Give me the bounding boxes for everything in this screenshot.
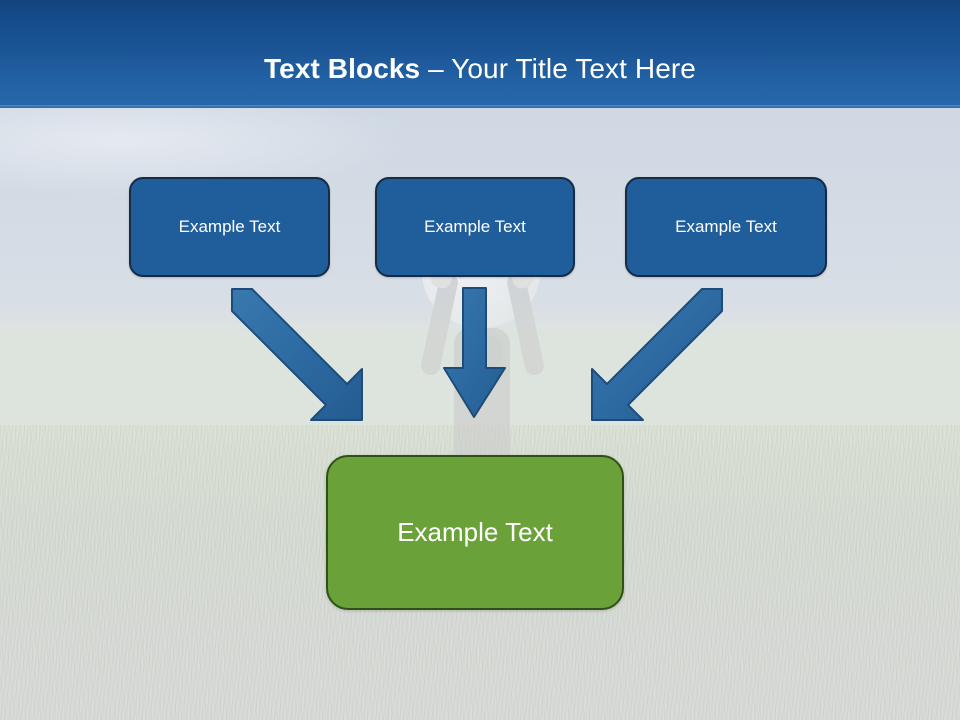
text-block-2[interactable]: Example Text xyxy=(375,177,575,277)
text-block-1[interactable]: Example Text xyxy=(129,177,330,277)
title-band xyxy=(0,0,960,108)
result-text-block[interactable]: Example Text xyxy=(326,455,624,610)
page-title-rest: – Your Title Text Here xyxy=(420,53,696,84)
golfer-figure-icon xyxy=(408,218,558,468)
text-block-1-label: Example Text xyxy=(178,217,281,236)
page-title-strong: Text Blocks xyxy=(264,53,421,84)
page-title: Text Blocks – Your Title Text Here xyxy=(0,52,960,86)
text-block-2-label: Example Text xyxy=(424,217,526,236)
text-block-3-label: Example Text xyxy=(675,217,777,236)
figure-head xyxy=(468,334,502,370)
result-text-block-label: Example Text xyxy=(397,517,553,547)
text-block-3[interactable]: Example Text xyxy=(625,177,827,277)
